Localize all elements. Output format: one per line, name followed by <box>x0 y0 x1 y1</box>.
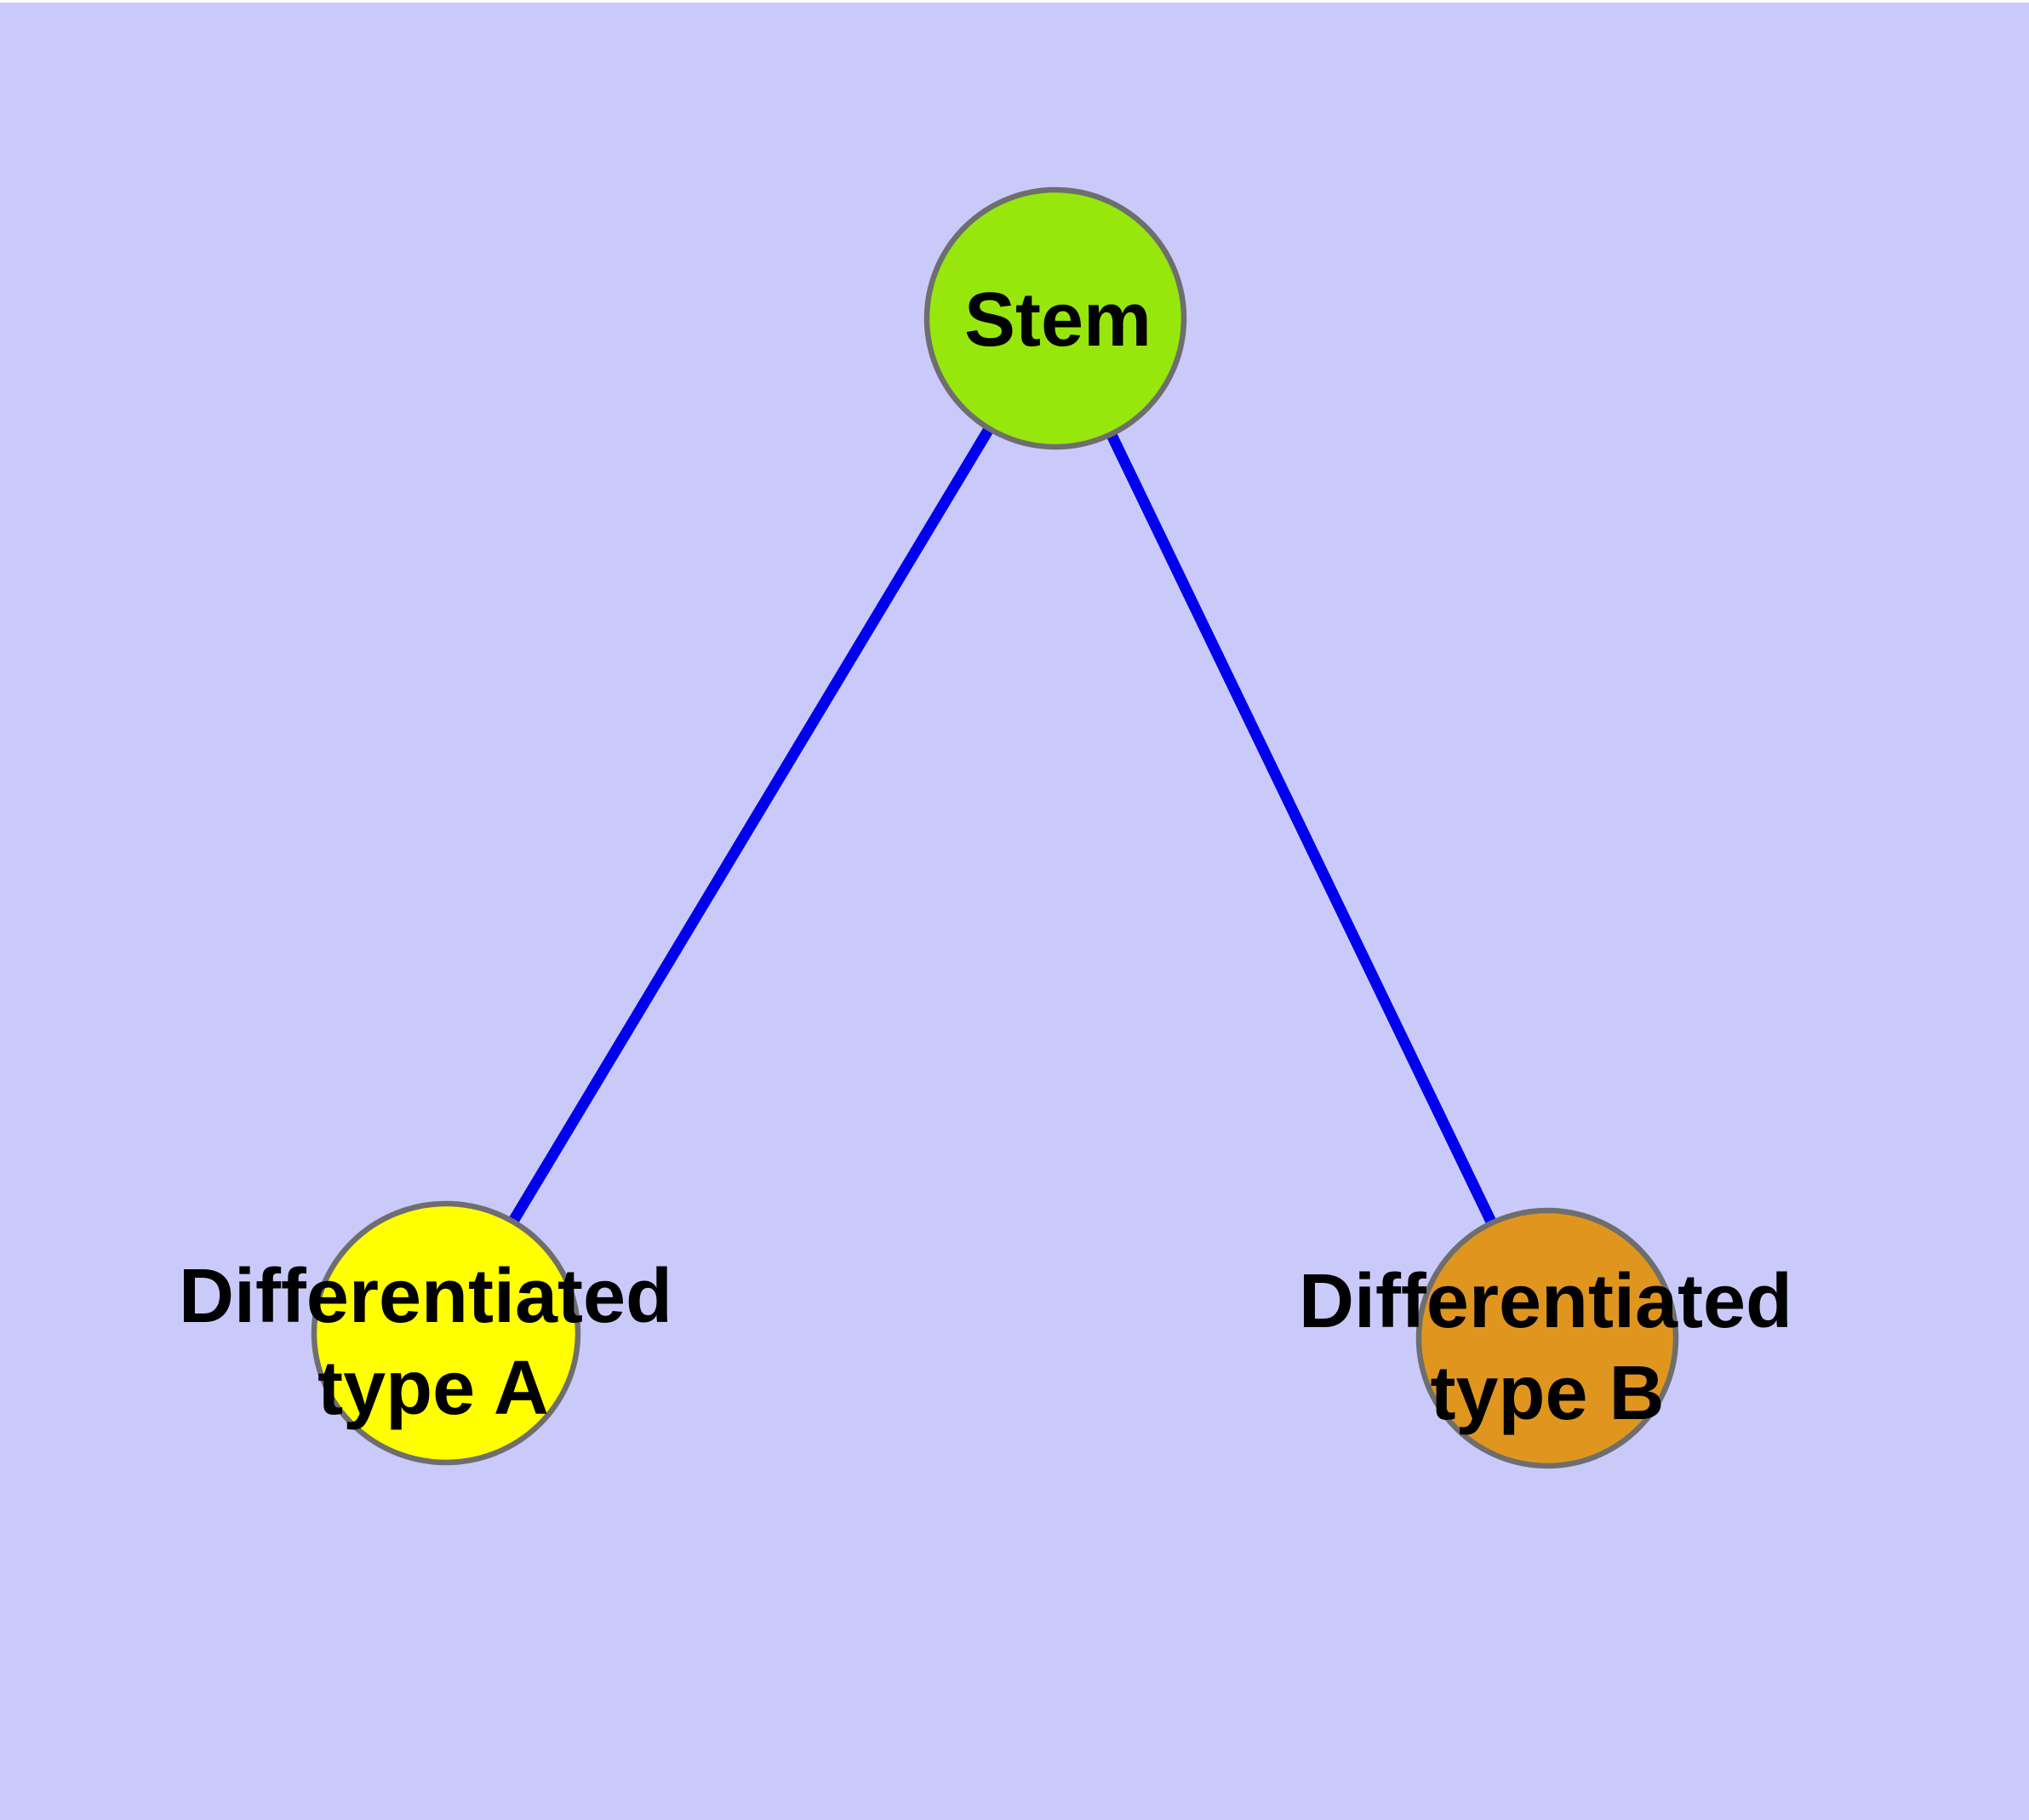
node-stem <box>923 186 1187 450</box>
edge-stem-to-type-a <box>441 315 1060 1336</box>
node-stem-label: Stem <box>964 278 1152 363</box>
node-differentiated-type-b-label-line2: type B <box>1430 1351 1664 1436</box>
edge-stem-to-type-b <box>1050 316 1552 1341</box>
node-differentiated-type-a-label-line2: type A <box>317 1346 549 1431</box>
node-differentiated-type-a <box>311 1200 581 1466</box>
node-differentiated-type-b <box>1415 1207 1679 1469</box>
node-differentiated-type-a-label-line1: Differentiated <box>179 1254 672 1339</box>
top-white-strip <box>0 0 2029 3</box>
node-differentiated-type-b-label-line1: Differentiated <box>1299 1259 1792 1344</box>
